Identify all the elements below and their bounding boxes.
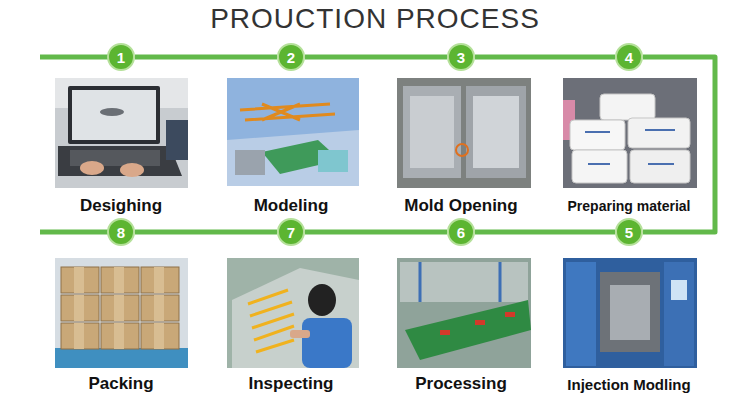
photo-detail xyxy=(405,300,531,360)
photo-detail xyxy=(397,78,531,188)
step-caption-text: Inspecting xyxy=(248,374,333,393)
track-connector xyxy=(475,230,615,235)
track-connector xyxy=(305,55,447,60)
step-number: 5 xyxy=(625,225,633,240)
step-number: 7 xyxy=(287,225,295,240)
photo-detail xyxy=(403,86,461,178)
step-number: 6 xyxy=(457,225,465,240)
photo-detail xyxy=(235,150,265,175)
step-caption-text: Packing xyxy=(88,374,153,393)
mold-photo xyxy=(397,78,531,188)
photo-detail xyxy=(100,108,124,116)
photo-detail xyxy=(60,266,180,350)
step-caption-text: Desighing xyxy=(80,196,162,215)
photo-detail xyxy=(55,348,188,368)
photo-detail xyxy=(308,284,336,316)
photo-detail xyxy=(466,86,526,178)
photo-detail xyxy=(671,280,687,300)
track-line xyxy=(40,55,108,60)
step-caption-text: Modeling xyxy=(254,196,329,215)
track-connector xyxy=(135,55,277,60)
photo-detail xyxy=(563,78,697,188)
step-number-circle: 8 xyxy=(107,218,135,246)
step-number: 3 xyxy=(457,50,465,65)
designing-photo xyxy=(55,78,188,188)
photo-detail xyxy=(563,258,697,368)
photo-detail xyxy=(628,118,690,148)
photo-detail xyxy=(475,320,485,325)
step-caption: Inspecting xyxy=(248,374,333,394)
material-photo xyxy=(563,78,697,188)
photo-detail xyxy=(166,120,188,160)
step-number-circle: 2 xyxy=(277,43,305,71)
track-line xyxy=(40,230,108,235)
processing-photo xyxy=(397,258,531,368)
photo-detail xyxy=(120,163,144,177)
step-number: 8 xyxy=(117,225,125,240)
photo-detail xyxy=(610,285,650,340)
photo-detail xyxy=(80,161,104,175)
photo-detail xyxy=(440,330,450,335)
photo-detail xyxy=(318,150,348,172)
photo-detail xyxy=(600,94,655,120)
photo-detail xyxy=(72,90,156,140)
inspecting-photo xyxy=(227,258,359,368)
photo-detail xyxy=(400,262,528,302)
photo-detail xyxy=(630,150,690,183)
photo-detail xyxy=(585,130,675,164)
step-caption-text: Injection Modling xyxy=(567,376,690,393)
photo-detail xyxy=(420,262,500,302)
photo-detail xyxy=(397,258,531,368)
photo-detail xyxy=(302,318,352,368)
photo-detail xyxy=(600,272,660,352)
step-number-circle: 6 xyxy=(447,218,475,246)
photo-detail xyxy=(240,104,335,120)
photo-detail xyxy=(232,268,359,368)
modeling-photo xyxy=(227,78,359,186)
step-number-circle: 1 xyxy=(107,43,135,71)
photo-detail xyxy=(505,312,515,317)
photo-detail xyxy=(290,330,310,338)
photo-detail xyxy=(664,262,694,366)
photo-detail xyxy=(227,78,359,186)
injection-photo xyxy=(563,258,697,368)
photo-detail xyxy=(473,96,519,168)
photo-detail xyxy=(248,290,294,352)
photo-detail xyxy=(572,150,627,183)
step-number: 1 xyxy=(117,50,125,65)
track-connector xyxy=(135,230,277,235)
step-caption-text: Processing xyxy=(415,374,507,393)
step-caption-text: Mold Opening xyxy=(404,196,517,215)
step-caption: Injection Modling xyxy=(567,376,690,394)
photo-detail xyxy=(55,258,188,368)
step-number: 4 xyxy=(625,50,633,65)
photo-detail xyxy=(68,86,160,144)
photo-detail xyxy=(410,96,454,168)
step-caption: Packing xyxy=(88,374,153,394)
photo-detail xyxy=(58,146,182,176)
photo-detail xyxy=(227,258,359,368)
step-caption: Modeling xyxy=(254,196,329,216)
track-connector xyxy=(305,230,447,235)
step-number: 2 xyxy=(287,50,295,65)
track-connector xyxy=(475,55,615,60)
step-caption: Preparing material xyxy=(568,198,691,215)
diagram-title: PROUCTION PROCESS xyxy=(210,3,540,35)
step-number-circle: 5 xyxy=(615,218,643,246)
packing-photo xyxy=(55,258,188,368)
step-caption: Desighing xyxy=(80,196,162,216)
step-number-circle: 7 xyxy=(277,218,305,246)
step-number-circle: 3 xyxy=(447,43,475,71)
photo-detail xyxy=(55,78,188,188)
photo-detail xyxy=(566,262,596,366)
photo-detail xyxy=(227,130,359,186)
step-caption-text: Preparing material xyxy=(568,198,691,214)
photo-detail xyxy=(570,120,625,150)
step-caption: Processing xyxy=(415,374,507,394)
photo-detail xyxy=(456,144,468,156)
step-number-circle: 4 xyxy=(615,43,643,71)
step-caption: Mold Opening xyxy=(404,196,517,216)
